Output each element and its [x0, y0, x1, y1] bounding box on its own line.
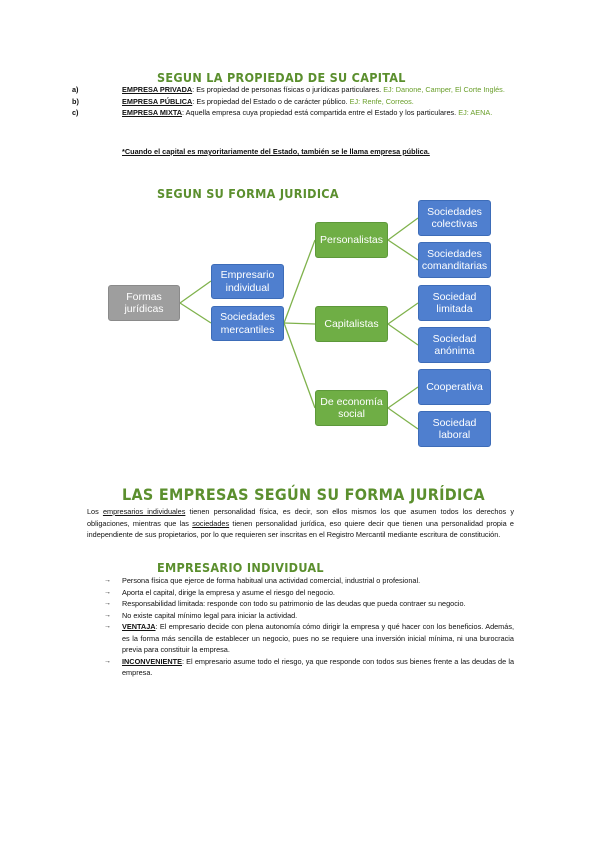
arrow-icon: → — [104, 623, 111, 630]
bullet-text: No existe capital mínimo legal para inic… — [122, 610, 298, 620]
definition-text: : Es propiedad del Estado o de carácter … — [192, 96, 350, 106]
bullet-text: Responsabilidad limitada: responde con t… — [122, 599, 466, 608]
node-personalistas: Personalistas — [315, 222, 388, 258]
list-item: → Aporta el capital, dirige la empresa y … — [104, 587, 514, 599]
list-item: a) EMPRESA PRIVADA: Es propiedad de perso… — [72, 84, 522, 96]
bullet-text: Aporta el capital, dirige la empresa y a… — [122, 587, 335, 597]
example-text: EJ: Danone, Camper, El Corte Inglés. — [383, 85, 505, 94]
para-text: tienen personalidad física, es decir, so… — [87, 507, 514, 528]
list-item: b) EMPRESA PÚBLICA: Es propiedad del Esta… — [72, 96, 522, 108]
arrow-icon: → — [104, 611, 111, 619]
node-sociedades-colectivas: Sociedades colectivas — [418, 200, 491, 236]
node-sociedad-limitada: Sociedad limitada — [418, 285, 491, 321]
capital-note: *Cuando el capital es mayoritariamente d… — [122, 147, 430, 156]
term-empresa-publica: EMPRESA PÚBLICA — [122, 96, 193, 106]
example-text: EJ: Renfe, Correos. — [349, 96, 414, 106]
para-text: tienen personalidad jurídica, eso quiere… — [87, 518, 514, 540]
list-item: → No existe capital mínimo legal para ini… — [104, 610, 514, 622]
arrow-icon: → — [104, 600, 111, 607]
intro-paragraph: Los empresarios individuales tienen pers… — [87, 506, 514, 541]
section-heading-capital: SEGUN LA PROPIEDAD DE SU CAPITAL — [157, 70, 406, 85]
section-heading-forma-juridica: SEGUN SU FORMA JURIDICA — [157, 186, 339, 201]
term-empresa-privada: EMPRESA PRIVADA — [122, 85, 193, 94]
section-heading-empresas: LAS EMPRESAS SEGÚN SU FORMA JURÍDICA — [122, 485, 485, 504]
ownership-list: a) EMPRESA PRIVADA: Es propiedad de perso… — [72, 84, 522, 119]
ventaja-text: : El empresario decide con plena autonom… — [122, 622, 514, 654]
bullet-text: Persona física que ejerce de forma habit… — [122, 576, 421, 585]
node-capitalistas: Capitalistas — [315, 306, 388, 342]
list-letter: a) — [72, 85, 79, 94]
term-sociedades: sociedades — [192, 518, 230, 528]
list-letter: c) — [72, 108, 79, 117]
arrow-icon: → — [104, 588, 111, 596]
list-item: c) EMPRESA MIXTA: Aquella empresa cuya pr… — [72, 107, 522, 119]
node-sociedades-comanditarias: Sociedades comanditarias — [418, 242, 491, 278]
term-empresarios-individuales: empresarios individuales — [102, 507, 186, 516]
node-formas-juridicas: Formas jurídicas — [108, 285, 180, 321]
section-heading-empresario-individual: EMPRESARIO INDIVIDUAL — [157, 560, 324, 575]
term-empresa-mixta: EMPRESA MIXTA — [122, 108, 182, 117]
node-empresario-individual: Empresario individual — [211, 264, 284, 299]
list-item: → Persona física que ejerce de forma habi… — [104, 575, 514, 587]
list-item: → Responsabilidad limitada: responde con … — [104, 598, 514, 610]
list-item: → VENTAJA: El empresario decide con plena… — [104, 621, 514, 656]
para-text: Los — [87, 507, 103, 516]
ventaja-label: VENTAJA — [122, 622, 156, 631]
arrow-icon: → — [104, 577, 111, 584]
node-cooperativa: Cooperativa — [418, 369, 491, 405]
node-sociedades-mercantiles: Sociedades mercantiles — [211, 306, 284, 341]
node-sociedad-anonima: Sociedad anónima — [418, 327, 491, 363]
node-economia-social: De economía social — [315, 390, 388, 426]
arrow-icon: → — [104, 657, 111, 665]
list-letter: b) — [72, 96, 79, 106]
inconveniente-text: : El empresario asume todo el riesgo, ya… — [122, 656, 514, 678]
empresario-bullets: → Persona física que ejerce de forma habi… — [104, 575, 514, 679]
node-sociedad-laboral: Sociedad laboral — [418, 411, 491, 447]
example-text: EJ: AENA. — [458, 108, 493, 117]
list-item: → INCONVENIENTE: El empresario asume todo… — [104, 656, 514, 679]
inconveniente-label: INCONVENIENTE — [122, 656, 183, 666]
definition-text: : Aquella empresa cuya propiedad está co… — [182, 108, 459, 117]
definition-text: : Es propiedad de personas físicas o jur… — [192, 85, 384, 94]
